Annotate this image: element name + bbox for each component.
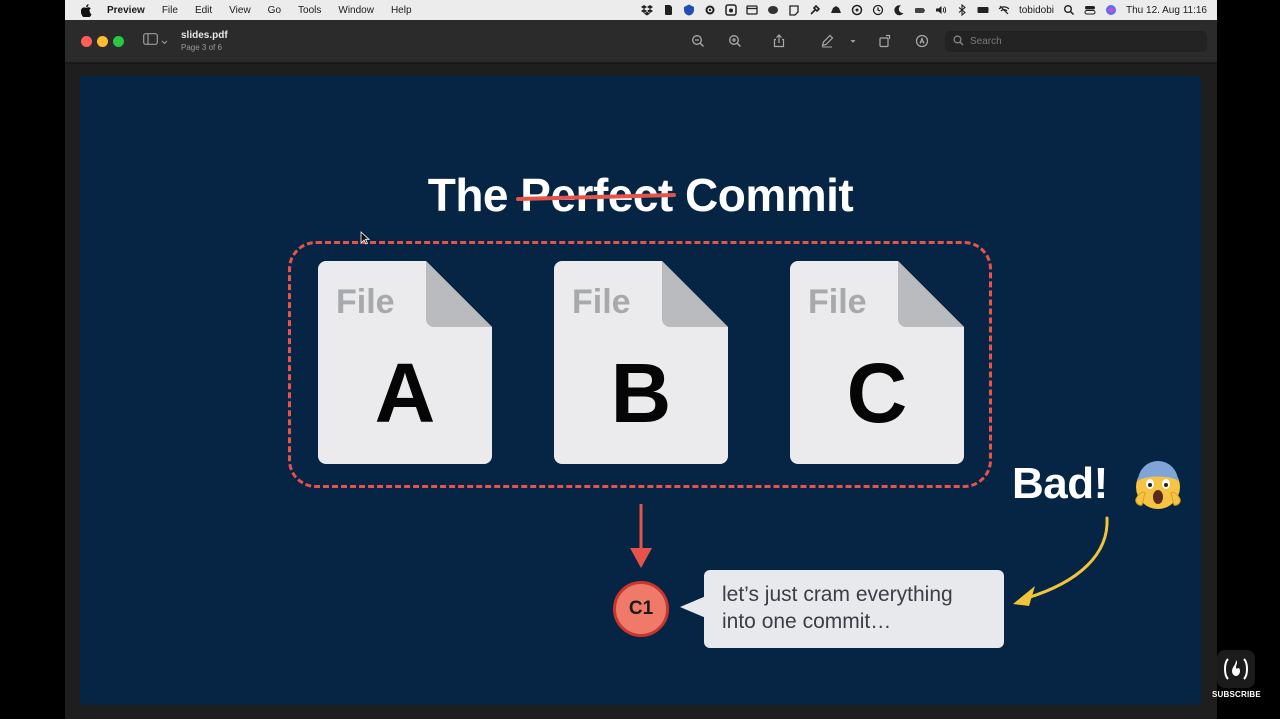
menu-file[interactable]: File (161, 4, 178, 16)
menubar-status-area: tobidobi Thu 12. Aug 11:16 (640, 0, 1207, 20)
menu-edit[interactable]: Edit (194, 4, 213, 16)
volume-icon[interactable] (935, 4, 947, 16)
menubar-clock[interactable]: Thu 12. Aug 11:16 (1126, 4, 1207, 16)
bluetooth-off-icon[interactable] (956, 4, 968, 16)
speech-bubble-tail (680, 596, 706, 618)
zoom-window-button[interactable] (113, 36, 124, 47)
file-label: File (572, 283, 631, 321)
settings-gear-icon[interactable] (704, 4, 716, 16)
tool-app-icon[interactable] (809, 4, 821, 16)
file-label: File (808, 283, 867, 321)
rotate-icon (879, 34, 891, 48)
mouse-cursor-icon (360, 231, 370, 245)
screaming-face-emoji-icon (1135, 461, 1181, 509)
subscribe-label: SUBSCRIBE (1212, 690, 1261, 699)
time-machine-icon[interactable] (872, 4, 884, 16)
markup-options-button[interactable] (847, 32, 859, 50)
share-icon (773, 34, 785, 48)
title-struck-word: Perfect (516, 168, 677, 222)
menu-window[interactable]: Window (338, 4, 374, 16)
camera-app-icon[interactable] (725, 4, 737, 16)
apple-menu-icon[interactable] (79, 3, 93, 17)
file-letter: C (846, 346, 908, 440)
file-card-c: File C (790, 261, 964, 464)
freecodecamp-flame-icon (1217, 650, 1255, 688)
evernote-icon[interactable] (662, 4, 674, 16)
annotate-button[interactable] (913, 32, 931, 50)
bad-label: Bad! (1012, 459, 1108, 508)
document-page-indicator: Page 3 of 6 (181, 43, 222, 52)
keyboard-input-icon[interactable] (977, 4, 989, 16)
document-title: slides.pdf (181, 30, 228, 41)
app-shield-icon[interactable] (683, 4, 695, 16)
menu-tools[interactable]: Tools (298, 4, 322, 16)
file-document-icon (318, 261, 492, 464)
title-word-commit: Commit (685, 169, 854, 221)
slide-page: The Perfect Commit File A (80, 76, 1201, 705)
curved-arrow-icon (1013, 516, 1109, 606)
search-field[interactable] (945, 31, 1207, 52)
file-card-a: File A (318, 261, 492, 464)
markup-button[interactable] (818, 32, 836, 50)
spotlight-search-icon[interactable] (1063, 4, 1075, 16)
annotate-circle-icon (915, 34, 929, 48)
file-document-icon (790, 261, 964, 464)
menu-app-name[interactable]: Preview (107, 4, 145, 16)
circle-app-icon[interactable] (851, 4, 863, 16)
zoom-out-button[interactable] (689, 32, 707, 50)
commit-node-c1: C1 (613, 581, 669, 637)
wifi-off-icon[interactable] (998, 4, 1010, 16)
chevron-down-icon (161, 32, 168, 50)
file-label: File (336, 283, 395, 321)
menu-go[interactable]: Go (267, 4, 282, 16)
menubar: Preview File Edit View Go Tools Window H… (65, 0, 1217, 20)
subscribe-watermark[interactable]: SUBSCRIBE (1212, 650, 1261, 702)
menubar-username[interactable]: tobidobi (1018, 4, 1054, 16)
chevron-down-icon (850, 40, 856, 43)
dark-mode-icon[interactable] (893, 4, 905, 16)
menu-help[interactable]: Help (390, 4, 412, 16)
screen: Preview File Edit View Go Tools Window H… (65, 0, 1217, 719)
speech-bubble: let’s just cram everything into one comm… (704, 570, 1004, 648)
file-card-b: File B (554, 261, 728, 464)
pen-markup-icon (821, 34, 834, 48)
battery-indicator-icon[interactable] (914, 4, 926, 16)
minimize-window-button[interactable] (97, 36, 108, 47)
zoom-out-icon (692, 35, 704, 47)
file-letter: A (374, 346, 436, 440)
preview-toolbar: slides.pdf Page 3 of 6 (65, 20, 1217, 63)
dropbox-icon[interactable] (640, 4, 653, 16)
sidebar-icon (143, 32, 158, 50)
share-button[interactable] (770, 32, 788, 50)
slide-title: The Perfect Commit (80, 168, 1201, 222)
close-window-button[interactable] (81, 36, 92, 47)
siri-icon[interactable] (1105, 4, 1117, 16)
title-word-the: The (427, 169, 509, 221)
hat-app-icon[interactable] (830, 4, 842, 16)
search-input[interactable] (970, 36, 1170, 47)
rotate-button[interactable] (876, 32, 894, 50)
down-arrow-icon (630, 504, 652, 568)
dashed-selection-box (288, 241, 992, 488)
sidebar-toggle-button[interactable] (143, 33, 171, 49)
document-area[interactable]: The Perfect Commit File A (65, 64, 1217, 719)
file-letter: B (610, 346, 672, 440)
window-app-icon[interactable] (746, 4, 758, 16)
menu-view[interactable]: View (229, 4, 251, 16)
note-app-icon[interactable] (788, 4, 800, 16)
file-document-icon (554, 261, 728, 464)
control-center-icon[interactable] (1084, 4, 1096, 16)
elephant-app-icon[interactable] (767, 4, 779, 16)
search-icon (953, 33, 964, 51)
zoom-in-icon (729, 35, 741, 47)
zoom-in-button[interactable] (726, 32, 744, 50)
